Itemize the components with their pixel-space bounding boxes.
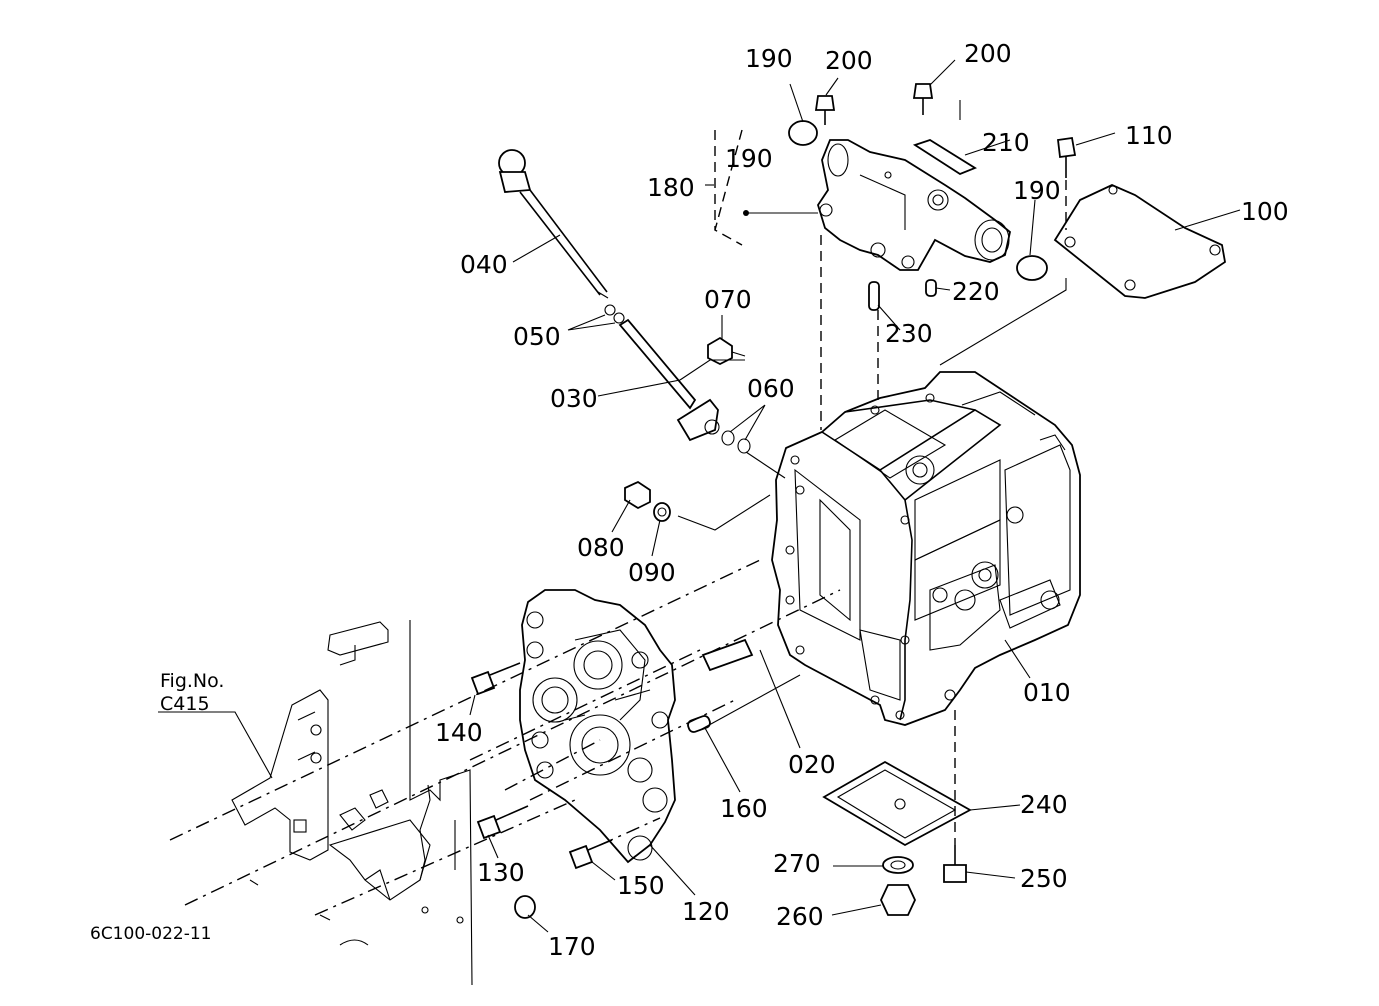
callout-250: 250 bbox=[1020, 864, 1068, 893]
callout-120: 120 bbox=[682, 897, 730, 926]
reference-fig-label: Fig.No. bbox=[160, 670, 225, 692]
callout-050: 050 bbox=[513, 322, 561, 351]
bolt-140 bbox=[470, 662, 521, 696]
cover-plate-100 bbox=[1053, 184, 1226, 299]
callout-270: 270 bbox=[773, 849, 821, 878]
callout-200-right: 200 bbox=[964, 39, 1012, 68]
pin-160 bbox=[687, 715, 711, 733]
bolt-130 bbox=[476, 805, 529, 840]
pin-220 bbox=[925, 279, 937, 297]
bolt-110 bbox=[1057, 136, 1077, 178]
plug-070 bbox=[707, 336, 746, 366]
plug-080 bbox=[624, 480, 651, 510]
callout-130: 130 bbox=[477, 858, 525, 887]
transmission-case-010 bbox=[771, 371, 1081, 726]
mounting-bracket-reference bbox=[231, 620, 473, 986]
shift-housing-180 bbox=[788, 120, 1048, 281]
callout-230: 230 bbox=[885, 319, 933, 348]
callout-020: 020 bbox=[788, 750, 836, 779]
callout-070: 070 bbox=[704, 285, 752, 314]
callout-190-right: 190 bbox=[1013, 176, 1061, 205]
pin-230 bbox=[868, 281, 880, 311]
callout-190-mid: 190 bbox=[725, 144, 773, 173]
front-cover-120 bbox=[519, 589, 676, 864]
plug-260 bbox=[880, 884, 916, 916]
callout-200-left: 200 bbox=[825, 46, 873, 75]
center-lines bbox=[169, 129, 1067, 916]
callout-090: 090 bbox=[628, 558, 676, 587]
callout-110: 110 bbox=[1125, 121, 1173, 150]
callout-010: 010 bbox=[1023, 678, 1071, 707]
callout-100: 100 bbox=[1241, 197, 1289, 226]
callout-030: 030 bbox=[550, 384, 598, 413]
shift-lever-040 bbox=[498, 149, 609, 299]
callout-240: 240 bbox=[1020, 790, 1068, 819]
stud-020 bbox=[701, 638, 754, 672]
shift-rod-030 bbox=[604, 304, 751, 454]
callout-190-top: 190 bbox=[745, 44, 793, 73]
bolt-250 bbox=[943, 845, 967, 883]
callout-220: 220 bbox=[952, 277, 1000, 306]
callout-180: 180 bbox=[647, 173, 695, 202]
pin-210 bbox=[912, 139, 977, 176]
bolt-150 bbox=[568, 839, 613, 870]
reference-fig-number: C415 bbox=[160, 693, 210, 715]
callout-080: 080 bbox=[577, 533, 625, 562]
washer-090 bbox=[653, 502, 671, 522]
callout-260: 260 bbox=[776, 902, 824, 931]
callout-040: 040 bbox=[460, 250, 508, 279]
leader-lines bbox=[158, 59, 1241, 933]
bushing-170 bbox=[514, 895, 536, 919]
callout-060: 060 bbox=[747, 374, 795, 403]
figure-code: 6C100-022-11 bbox=[90, 924, 212, 944]
callout-dot bbox=[743, 210, 749, 216]
washer-270 bbox=[882, 856, 914, 874]
bolts-200 bbox=[814, 83, 934, 125]
gasket-240 bbox=[822, 760, 972, 847]
callout-170: 170 bbox=[548, 932, 596, 961]
callout-140: 140 bbox=[435, 718, 483, 747]
callout-150: 150 bbox=[617, 871, 665, 900]
callout-210: 210 bbox=[982, 128, 1030, 157]
callout-160: 160 bbox=[720, 794, 768, 823]
